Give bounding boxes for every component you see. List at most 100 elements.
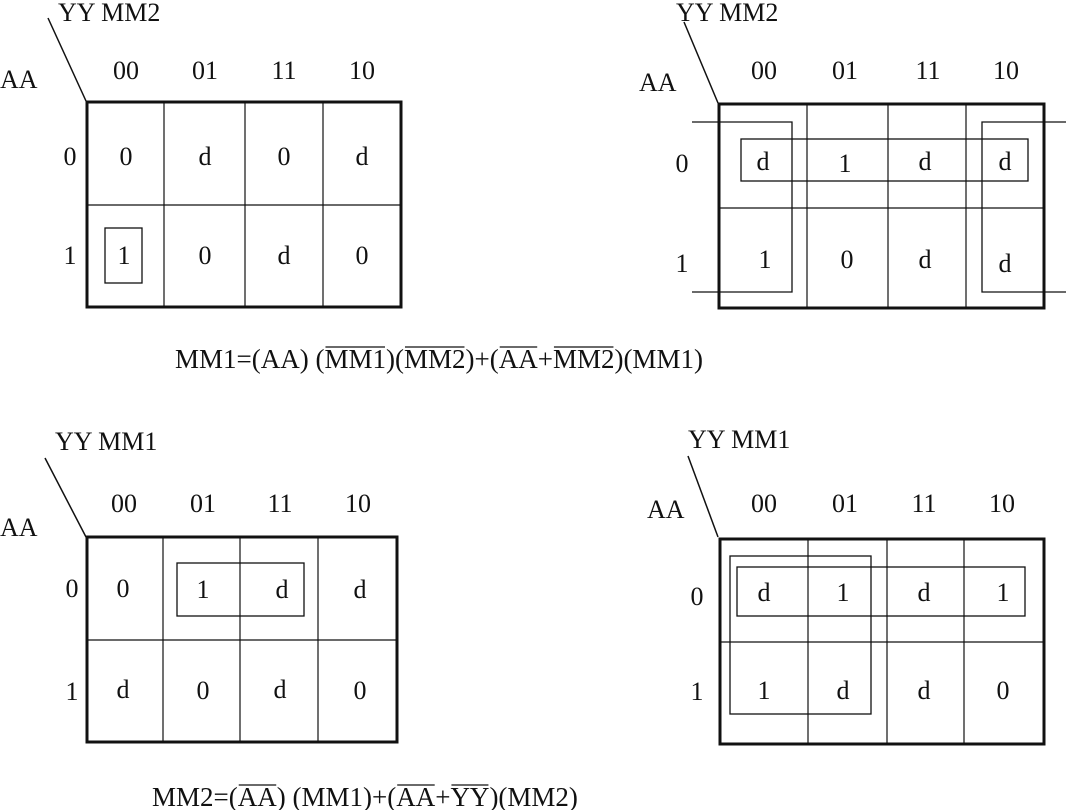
col-header: 10 [345,489,371,518]
eq-term: )( [386,344,404,374]
corner-diagonal [687,455,719,538]
cell-value: 0 [356,241,369,270]
col-header: 01 [192,56,218,85]
col-header: 01 [832,489,858,518]
row-header: 1 [64,241,77,270]
cell-value: 1 [837,578,850,607]
cell-value: d [918,578,931,607]
cell-value: 1 [759,245,772,274]
cell-value: d [918,676,931,705]
cell-value: d [356,142,369,171]
grouping-loop [729,555,872,715]
eq-term: )(MM1) [614,344,703,374]
map-border [717,102,1046,310]
corner-row-var: AA [0,513,38,542]
eq-term: ) (MM1)+( [277,782,396,810]
row-header: 1 [676,249,689,278]
corner-col-vars: YY MM1 [688,425,790,454]
cell-value: 0 [120,142,133,171]
cell-value: d [354,575,367,604]
row-header: 0 [691,582,704,611]
cell-value: d [276,575,289,604]
grouping-loop [981,121,1066,293]
cell-value: d [758,578,771,607]
kmap-mm2-right: YY MM1 AA 00 01 11 10 0 1 d 1 d 1 1 d d … [647,425,1046,746]
complement-overbars [238,346,614,786]
col-header: 11 [267,489,292,518]
corner-diagonal [47,17,87,102]
corner-diagonal [683,21,719,104]
cell-value: 0 [354,676,367,705]
row-header: 0 [66,574,79,603]
corner-row-var: AA [0,65,38,94]
eq-term-complemented: MM2 [404,344,466,374]
grouping-loop [692,121,793,293]
col-header: 01 [832,56,858,85]
cell-value: 1 [118,241,131,270]
kmap-mm2-left: YY MM1 AA 00 01 11 10 0 1 0 1 d d d 0 d … [0,427,399,744]
cell-value: 1 [197,575,210,604]
cell-value: d [919,245,932,274]
grouping-loop [736,566,1026,617]
eq-term-complemented: MM2 [553,344,615,374]
corner-col-vars: YY MM1 [55,427,157,456]
eq-term-complemented: AA [238,782,277,810]
col-header: 11 [915,56,940,85]
cell-value: d [999,249,1012,278]
corner-diagonal [44,457,87,538]
cell-value: 0 [997,676,1010,705]
eq-term-complemented: AA [499,344,538,374]
cell-value: d [117,675,130,704]
corner-col-vars: YY MM2 [58,0,160,27]
eq-term-complemented: AA [396,782,435,810]
cell-value: 0 [199,241,212,270]
corner-row-var: AA [647,495,685,524]
eq-term: + [435,782,450,810]
corner-row-var: AA [639,68,677,97]
kmap-mm1-right: YY MM2 AA 00 01 11 10 0 1 d 1 d d 1 0 d … [639,0,1066,310]
cell-value: 1 [997,578,1010,607]
cell-value: 0 [841,245,854,274]
eq-term: )+( [465,344,498,374]
col-header: 11 [911,489,936,518]
equation-mm1: MM1=(AA) (MM1)(MM2)+(AA+MM2)(MM1) [175,344,703,374]
row-header: 0 [64,142,77,171]
row-header: 0 [676,149,689,178]
grouping-loop [104,227,143,284]
eq-term-complemented: MM1 [324,344,386,374]
col-header: 11 [271,56,296,85]
cell-value: d [837,676,850,705]
cell-value: 1 [758,676,771,705]
row-header: 1 [691,677,704,706]
eq-term: MM1=(AA) ( [175,344,324,374]
col-header: 00 [113,56,139,85]
corner-col-vars: YY MM2 [676,0,778,27]
cell-value: d [757,147,770,176]
eq-term: )(MM2) [489,782,578,810]
cell-value: d [999,147,1012,176]
col-header: 00 [111,489,137,518]
eq-term: MM2=( [152,782,238,810]
col-header: 00 [751,489,777,518]
col-header: 10 [993,56,1019,85]
equation-mm2: MM2=(AA) (MM1)+(AA+YY)(MM2) [152,782,578,810]
grouping-loop [740,138,1029,182]
cell-value: d [919,147,932,176]
grouping-loop [176,562,305,617]
row-header: 1 [66,677,79,706]
cell-value: d [278,241,291,270]
cell-value: 0 [117,574,130,603]
cell-value: 1 [839,149,852,178]
eq-term: + [538,344,553,374]
col-header: 10 [989,489,1015,518]
eq-term-complemented: YY [450,782,489,810]
col-header: 10 [349,56,375,85]
col-header: 00 [751,56,777,85]
cell-value: d [274,675,287,704]
col-header: 01 [190,489,216,518]
kmap-mm1-left: YY MM2 AA 00 01 11 10 0 1 0 d 0 d 1 0 d … [0,0,403,309]
cell-value: 0 [197,676,210,705]
cell-value: d [199,142,212,171]
cell-value: 0 [278,142,291,171]
